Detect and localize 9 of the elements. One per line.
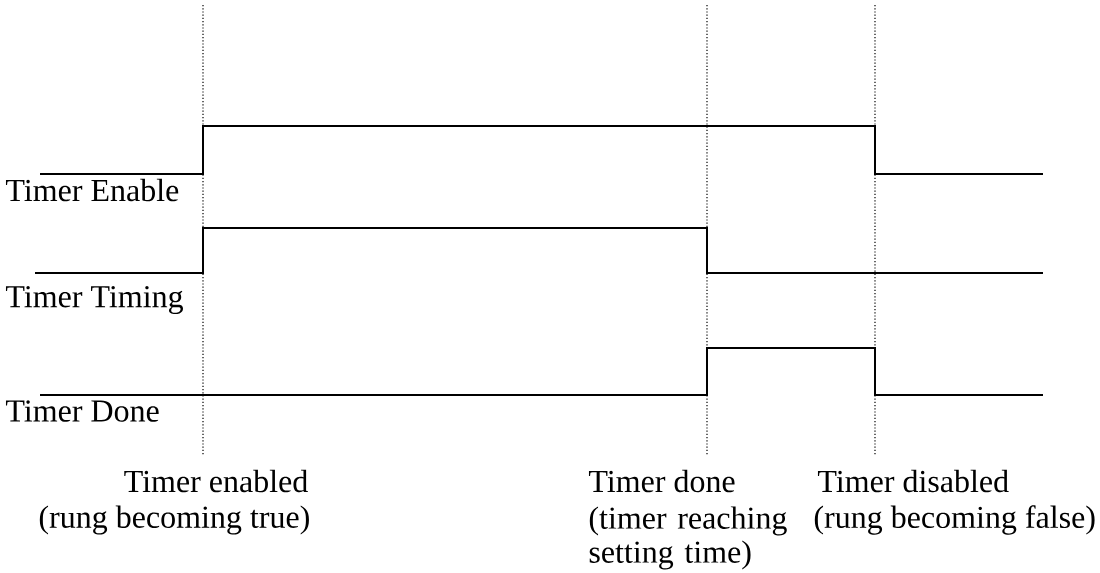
event-note: (rung becoming false) — [814, 505, 1095, 535]
signal-label: Timer Done — [6, 400, 159, 422]
event-label: Timer disabled — [817, 469, 1009, 493]
event-note: (rung becoming true) — [39, 505, 309, 535]
event-label: Timer done — [588, 469, 735, 493]
event-label: Timer enabled — [124, 469, 308, 493]
signal-label: Timer Enable — [6, 178, 179, 202]
signal-label: Timer Timing — [6, 285, 183, 315]
event-note: (timer reaching setting time) — [589, 506, 787, 570]
